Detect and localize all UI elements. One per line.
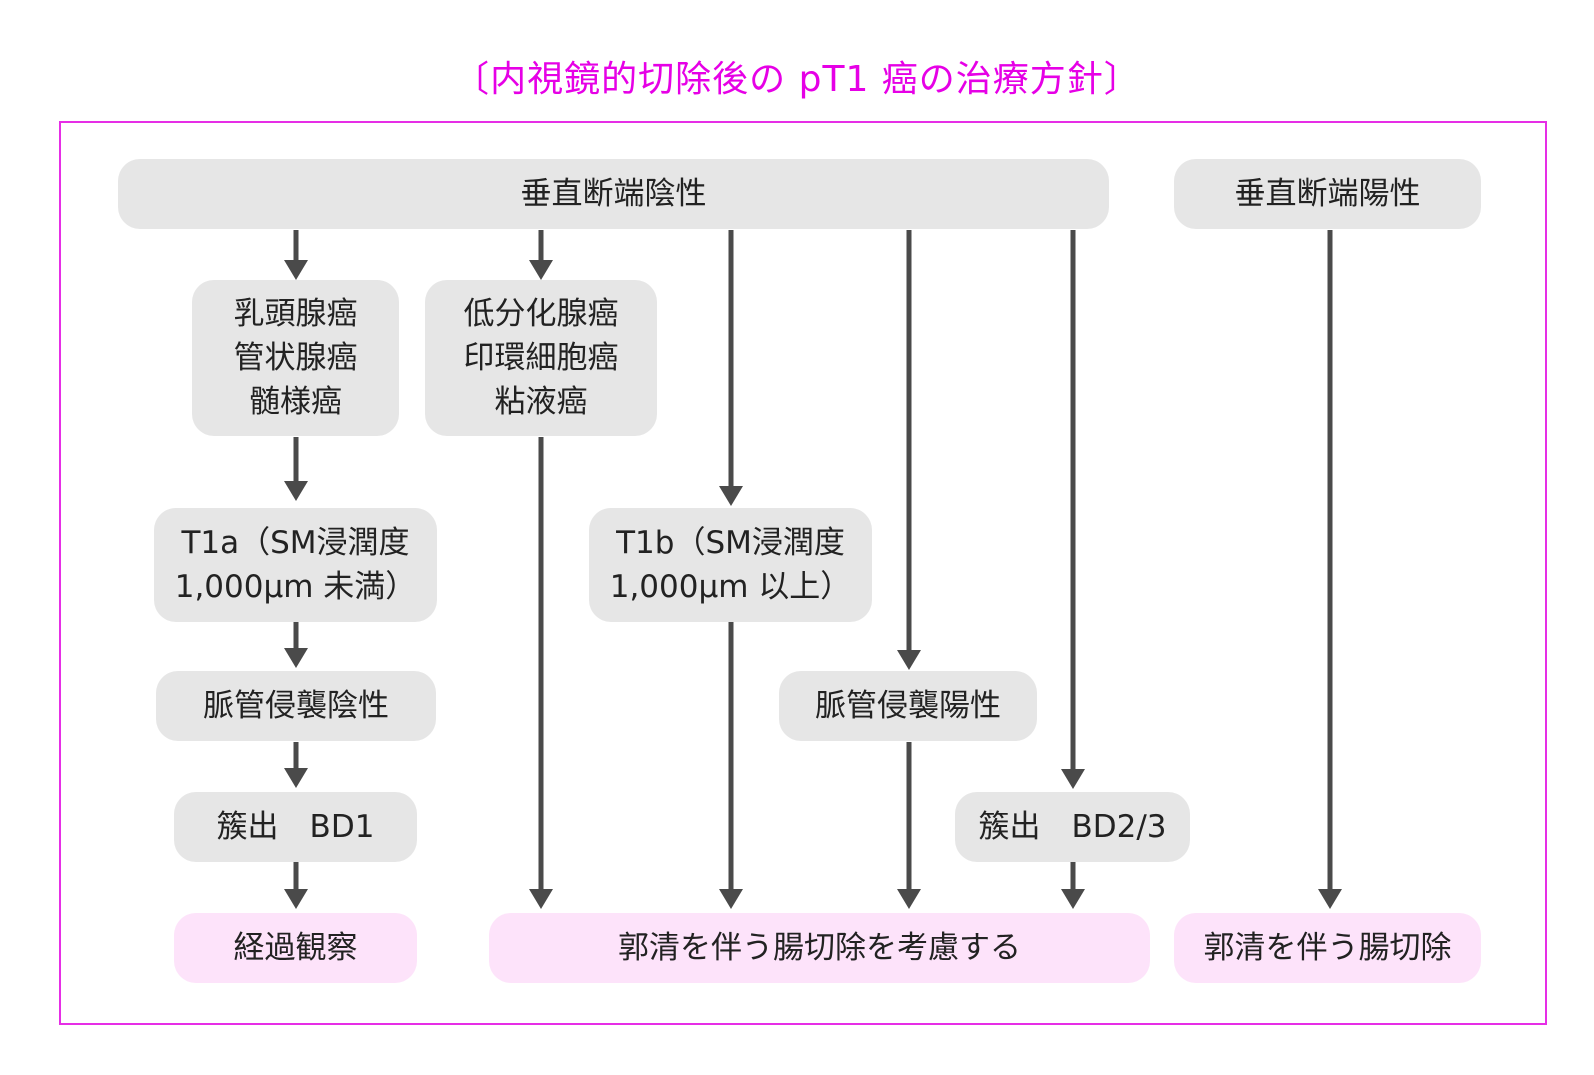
node-undifferentiated-types: 低分化腺癌 印環細胞癌 粘液癌 [425,280,657,436]
arrow-undifferentiated-to-resection [529,437,553,909]
arrow-vessel-negative-to-bd1 [284,742,308,788]
node-budding-bd1: 簇出 BD1 [174,792,417,862]
arrow-positive-to-resection [1318,230,1342,909]
arrow-negative-to-undifferentiated [529,230,553,280]
arrow-differentiated-to-t1a [284,437,308,501]
node-vessel-invasion-negative: 脈管侵襲陰性 [156,671,436,741]
arrow-negative-to-bd23 [1061,230,1085,789]
diagram-frame [59,121,1547,1025]
node-vertical-margin-positive: 垂直断端陽性 [1174,159,1481,229]
node-resection: 郭清を伴う腸切除 [1174,913,1481,983]
node-t1b: T1b（SM浸潤度 1,000μm 以上） [589,508,872,622]
diagram-title: 〔内視鏡的切除後の pT1 癌の治療方針〕 [453,59,1141,100]
node-vessel-invasion-positive: 脈管侵襲陽性 [779,671,1037,741]
arrow-t1a-to-vessel-negative [284,622,308,668]
node-budding-bd23: 簇出 BD2/3 [955,792,1190,862]
arrow-vessel-positive-to-resection [897,742,921,909]
arrow-negative-to-differentiated [284,230,308,280]
node-follow-up: 経過観察 [174,913,417,983]
node-vertical-margin-negative: 垂直断端陰性 [118,159,1109,229]
node-differentiated-types: 乳頭腺癌 管状腺癌 髄様癌 [192,280,399,436]
arrow-negative-to-t1b [719,230,743,506]
arrow-negative-to-vessel-positive [897,230,921,670]
node-t1a: T1a（SM浸潤度 1,000μm 未満） [154,508,437,622]
arrow-bd1-to-follow-up [284,862,308,909]
arrow-bd23-to-resection [1061,862,1085,909]
node-consider-resection: 郭清を伴う腸切除を考慮する [489,913,1150,983]
arrow-t1b-to-resection [719,622,743,909]
